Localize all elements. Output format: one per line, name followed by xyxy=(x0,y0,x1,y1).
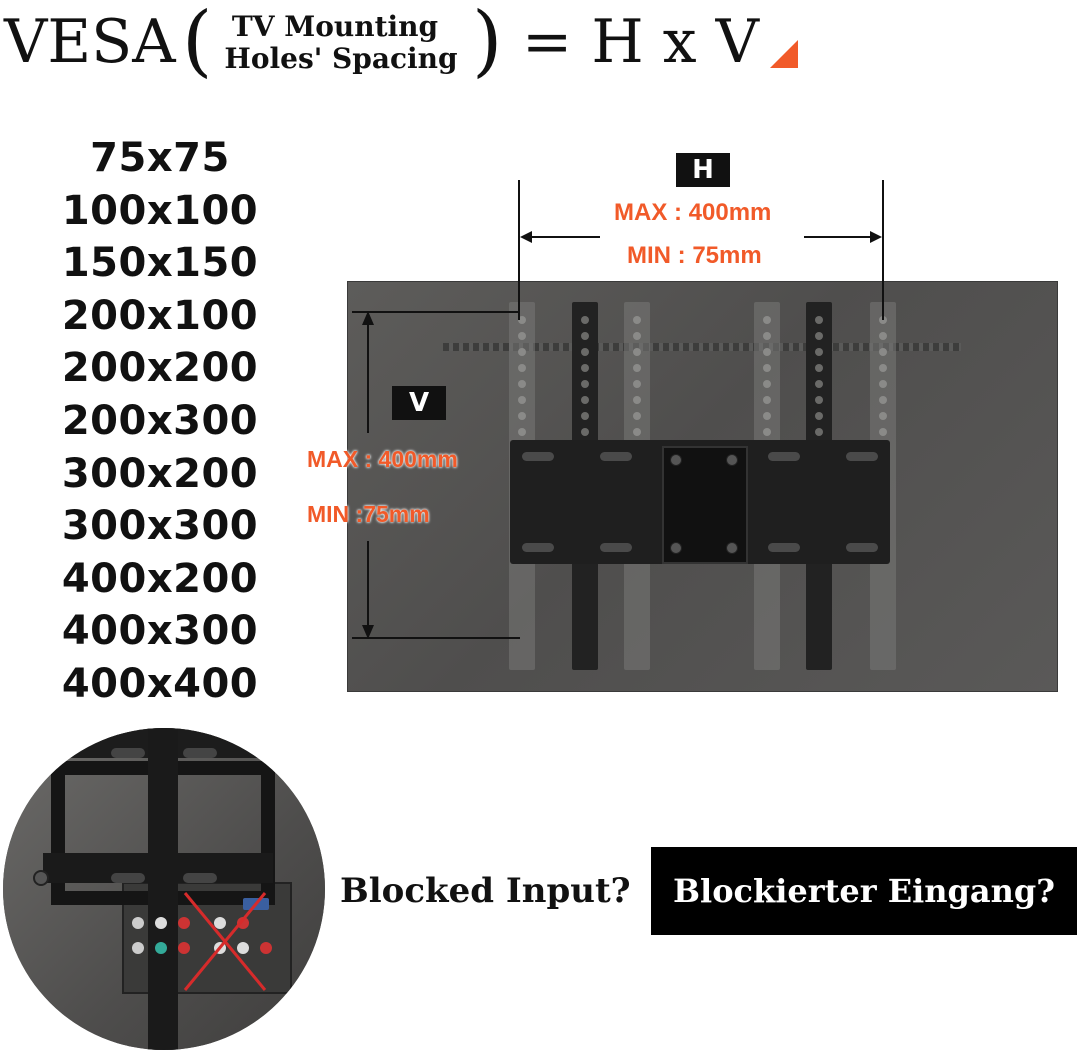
rail-hole xyxy=(581,332,589,340)
rail-hole xyxy=(633,364,641,372)
rail-hole xyxy=(581,380,589,388)
rail-hole xyxy=(763,348,771,356)
rail-hole xyxy=(518,396,526,404)
size-item: 200x200 xyxy=(61,345,259,392)
v-extension-bottom xyxy=(352,637,520,639)
av-ports-icon xyxy=(132,898,272,954)
rail-hole xyxy=(633,396,641,404)
bracket-closeup-icon xyxy=(33,728,292,1050)
title-vesa: VESA xyxy=(4,7,176,77)
size-item: 200x100 xyxy=(61,292,259,339)
rail-hole xyxy=(879,428,887,436)
rail-hole xyxy=(879,396,887,404)
title-open-paren: ( xyxy=(182,0,213,86)
size-item: 300x200 xyxy=(61,450,259,497)
size-item: 150x150 xyxy=(61,240,259,287)
rail-hole xyxy=(633,412,641,420)
rail-hole xyxy=(815,316,823,324)
rail-hole xyxy=(879,412,887,420)
rail-hole xyxy=(518,428,526,436)
rail-hole xyxy=(763,364,771,372)
size-item: 300x300 xyxy=(61,503,259,550)
rail-hole xyxy=(815,412,823,420)
v-min-label: MIN :75mm xyxy=(307,501,430,527)
h-max-label: MAX : 400mm xyxy=(614,199,772,226)
red-cross-mark-icon xyxy=(183,892,267,991)
rail-hole xyxy=(815,364,823,372)
vesa-size-list: 75x75 100x100 150x150 200x100 200x200 20… xyxy=(30,132,290,711)
rail-hole xyxy=(815,348,823,356)
size-item: 75x75 xyxy=(90,135,230,181)
h-label-box: H xyxy=(676,153,730,187)
size-item: 200x300 xyxy=(61,397,259,444)
size-item: 400x300 xyxy=(61,608,259,655)
rail-hole xyxy=(763,412,771,420)
blocked-input-de-text: Blockierter Eingang? xyxy=(672,872,1056,910)
rail-hole xyxy=(581,412,589,420)
rail-hole xyxy=(879,316,887,324)
rail-hole xyxy=(633,332,641,340)
h-extension-right xyxy=(882,180,884,320)
rail-hole xyxy=(879,332,887,340)
tv-seam-strip xyxy=(443,343,961,351)
rail-hole xyxy=(581,348,589,356)
title-subtitle-line1: TV Mounting xyxy=(231,10,439,43)
rail-hole xyxy=(763,396,771,404)
rail-hole xyxy=(581,428,589,436)
rail-hole xyxy=(518,380,526,388)
rail-hole xyxy=(581,396,589,404)
blocked-input-inset xyxy=(3,728,325,1050)
rail-hole xyxy=(815,380,823,388)
rail-hole xyxy=(633,348,641,356)
rail-hole xyxy=(518,332,526,340)
rail-hole xyxy=(633,380,641,388)
rail-hole xyxy=(581,316,589,324)
h-min-label: MIN : 75mm xyxy=(627,242,762,269)
title-subtitle-line2: Holes' Spacing xyxy=(224,42,458,75)
rail-hole xyxy=(879,380,887,388)
v-label-box: V xyxy=(392,386,446,420)
rail-hole xyxy=(763,316,771,324)
h-dimension-arrow-icon xyxy=(520,231,882,243)
blocked-input-text: Blocked Input? xyxy=(340,871,631,911)
rail-hole xyxy=(633,316,641,324)
rail-hole xyxy=(518,364,526,372)
size-item: 100x100 xyxy=(61,187,259,234)
rail-hole xyxy=(518,316,526,324)
rail-hole xyxy=(879,348,887,356)
v-dimension-arrow-icon xyxy=(362,311,374,639)
bracket-center-block xyxy=(662,446,748,564)
size-item: 400x200 xyxy=(61,555,259,602)
rail-hole xyxy=(581,364,589,372)
rail-hole xyxy=(879,364,887,372)
rail-hole xyxy=(815,428,823,436)
rail-hole xyxy=(518,348,526,356)
rail-hole xyxy=(763,428,771,436)
title-equation: = H x V xyxy=(522,7,759,77)
rail-hole xyxy=(518,412,526,420)
rail-hole xyxy=(815,332,823,340)
rail-hole xyxy=(763,380,771,388)
title-close-paren: ) xyxy=(472,0,503,86)
blocked-input-de-box xyxy=(651,847,1077,935)
rail-hole xyxy=(763,332,771,340)
size-item: 400x400 xyxy=(61,660,259,707)
title-accent-triangle-icon xyxy=(770,40,798,68)
v-extension-top xyxy=(352,311,520,313)
h-extension-left xyxy=(518,180,520,320)
rail-hole xyxy=(815,396,823,404)
rail-hole xyxy=(633,428,641,436)
v-max-label: MAX : 400mm xyxy=(307,446,458,472)
